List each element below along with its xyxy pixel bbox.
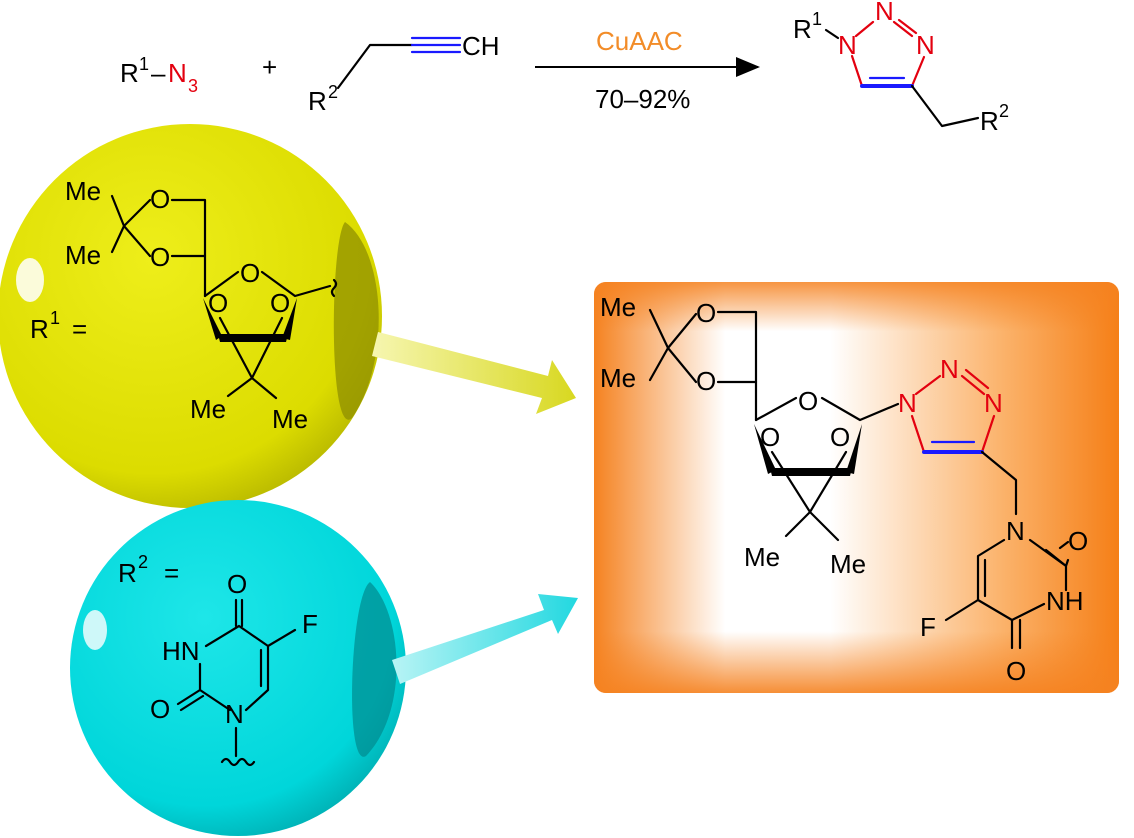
cyan-arrow (392, 594, 578, 684)
pb-o-ura-2: O (1006, 656, 1026, 686)
r1-equals: = (72, 314, 87, 344)
r1-wedge-left (203, 298, 222, 340)
pb-isopropylidene-bonds (770, 450, 848, 542)
product-n3: N (916, 30, 935, 60)
azide-reagent: R 1 – N 3 (120, 54, 198, 96)
product-n1-c5-bond (850, 54, 864, 88)
product-r1-bond (824, 28, 840, 40)
alkyne-chain-bond (336, 43, 414, 90)
r1-me-2: Me (65, 240, 101, 270)
pb-me-4: Me (830, 549, 866, 579)
alkyne-terminal: CH (462, 31, 500, 61)
alkyne-r-label: R (308, 86, 327, 116)
pb-wedge-left (754, 424, 776, 474)
pb-me-2: Me (600, 363, 636, 393)
r1-o-3: O (208, 288, 228, 318)
r1-o-1: O (150, 184, 170, 214)
yellow-arrow (372, 332, 576, 414)
product-n1: N (838, 30, 857, 60)
alkyne-reagent: R 2 CH (308, 31, 500, 116)
pb-n-ura: N (1006, 516, 1025, 546)
r1-me-4: Me (272, 404, 308, 434)
product-n2: N (875, 0, 894, 26)
r2-uracil-bonds (176, 598, 297, 712)
pb-triazole-n-bonds (910, 368, 996, 454)
pb-me-3: Me (744, 542, 780, 572)
r2-hn: HN (162, 636, 200, 666)
product-r2-sup: 2 (999, 101, 1009, 121)
r1-label-sup: 1 (50, 308, 60, 328)
r2-o-top: O (227, 569, 247, 599)
pb-o-1: O (696, 298, 716, 328)
pb-wedge-bottom (770, 468, 852, 476)
arrow-condition: CuAAC (596, 26, 683, 56)
product-r1-label: R (793, 14, 812, 44)
product-nn-bonds (854, 18, 918, 38)
sphere-highlight-2 (83, 610, 107, 650)
product-n3-c4-bond (910, 55, 926, 88)
r2-equals: = (164, 558, 179, 588)
r2-o-left: O (150, 694, 170, 724)
pb-dioxolane-bonds (648, 308, 758, 384)
azide-n-sub: 3 (188, 76, 198, 96)
product-triazole: R 1 N N N R 2 (793, 0, 1009, 136)
sphere-shadow (333, 222, 379, 420)
pb-f: F (920, 612, 936, 642)
pb-wedge-right (846, 424, 862, 474)
pb-o-ura-1: O (1068, 526, 1088, 556)
product-box: Me Me O O O O O Me Me N N N N O NH O F (594, 282, 1119, 693)
r1-wedge-right (282, 298, 297, 340)
r2-sphere: R 2 = O F HN O N (70, 500, 406, 836)
r2-label: R (118, 558, 137, 588)
product-r2-label: R (980, 106, 999, 136)
pb-o-3: O (760, 422, 780, 452)
reaction-arrow: CuAAC 70–92% (535, 26, 760, 114)
r1-o-2: O (150, 242, 170, 272)
r2-attach-wavy (220, 757, 256, 767)
product-ch2-bond (910, 84, 980, 128)
r1-dioxolane-bonds (110, 194, 207, 258)
azide-r-sup: 1 (139, 54, 149, 74)
r1-o-4: O (270, 288, 290, 318)
yellow-sphere (0, 124, 382, 508)
alkyne-r-sup: 2 (328, 82, 338, 102)
cyan-sphere (70, 500, 406, 836)
r1-me-3: Me (190, 394, 226, 424)
r2-label-sup: 2 (138, 552, 148, 572)
r1-o-ring: O (240, 258, 260, 288)
r1-attach-wavy (330, 278, 338, 298)
r1-isopropylidene-bonds (218, 316, 284, 400)
pb-methylene-bond (980, 450, 1018, 516)
pb-furanose-bonds (754, 396, 900, 422)
sphere-highlight (16, 258, 44, 302)
plus-sign: + (262, 52, 277, 82)
azide-n-label: N (168, 58, 187, 88)
r1-sphere: R 1 = Me Me O O O O O Me Me (0, 124, 382, 508)
azide-dash: – (151, 58, 166, 88)
pb-n-tri-1: N (898, 388, 917, 418)
product-r1-sup: 1 (812, 9, 822, 29)
product-box-shade (594, 282, 1119, 693)
pb-nh: NH (1046, 586, 1084, 616)
r2-n: N (225, 699, 244, 729)
arrow-yield: 70–92% (595, 84, 690, 114)
pb-o-ring: O (798, 386, 818, 416)
r1-me-1: Me (65, 176, 101, 206)
pb-me-1: Me (600, 292, 636, 322)
sphere-shadow-2 (352, 582, 397, 757)
pb-n-tri-2: N (940, 354, 959, 384)
pb-o-4: O (830, 422, 850, 452)
pb-uracil-bonds (944, 538, 1070, 650)
reaction-equation: R 1 – N 3 + R 2 CH CuAAC 70–92% R 1 N N (120, 0, 1009, 136)
r2-f: F (302, 609, 318, 639)
pb-o-2: O (696, 366, 716, 396)
pb-n-tri-3: N (984, 388, 1003, 418)
r1-label: R (30, 314, 49, 344)
alkyne-triple-bond (410, 36, 462, 54)
azide-r-label: R (120, 58, 139, 88)
r1-furanose-bonds (203, 270, 332, 298)
